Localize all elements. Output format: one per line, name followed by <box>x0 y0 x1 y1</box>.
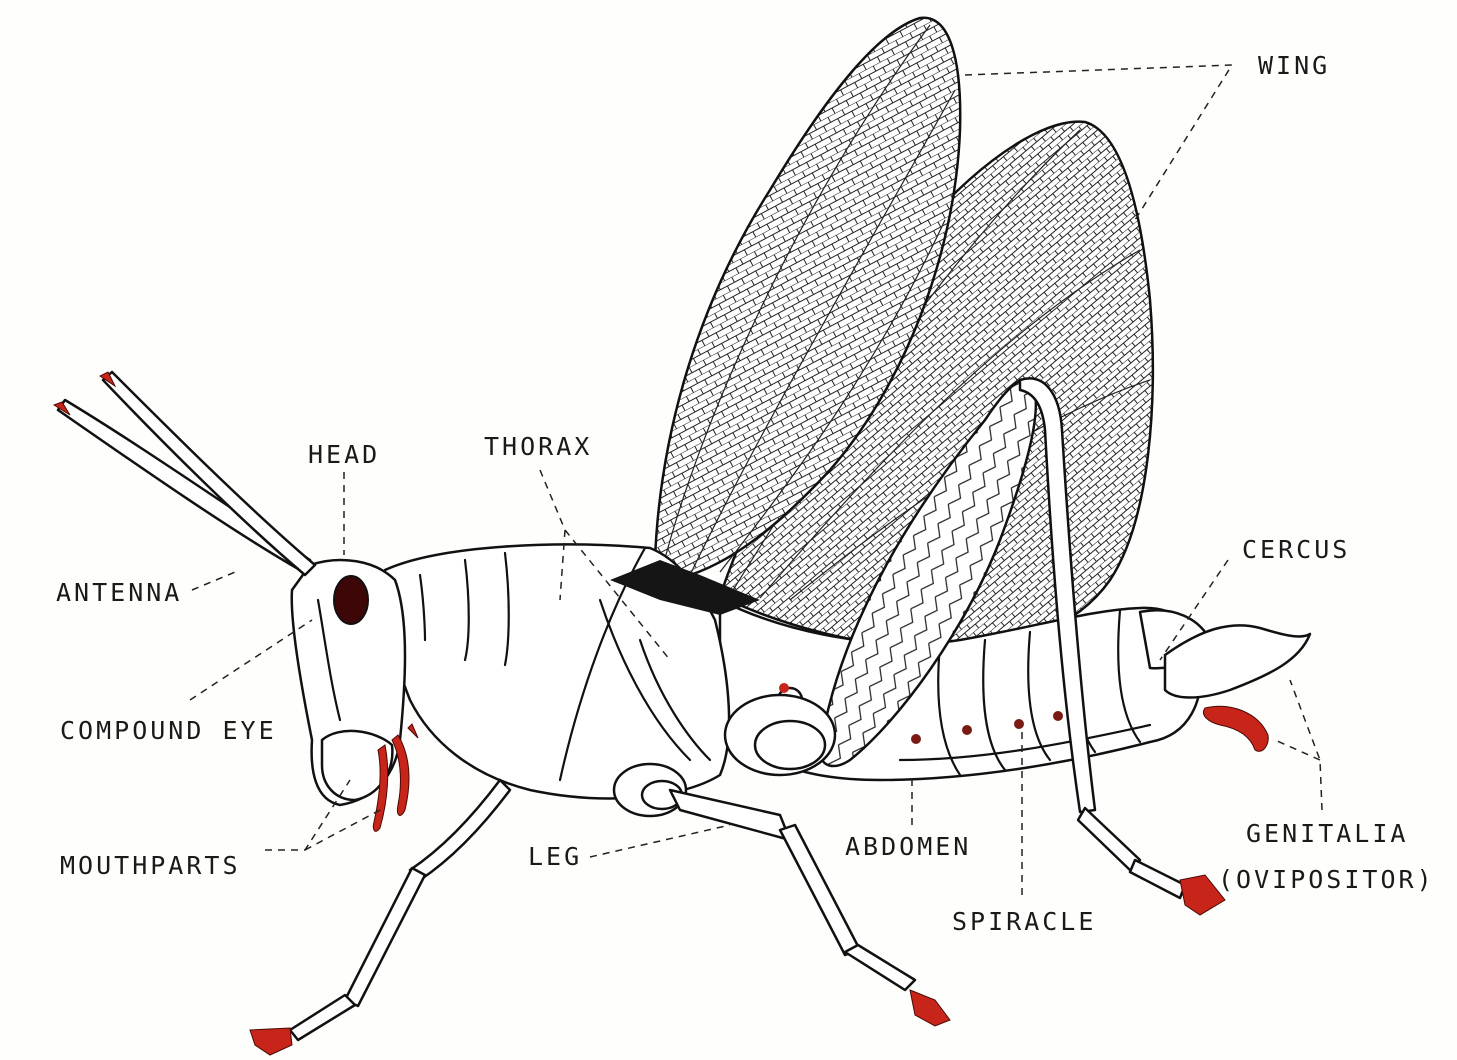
label-antenna: ANTENNA <box>56 578 182 607</box>
label-mouthparts: MOUTHPARTS <box>60 851 241 880</box>
label-spiracle: SPIRACLE <box>952 907 1096 936</box>
label-compound-eye: COMPOUND EYE <box>60 716 277 745</box>
middle-leg <box>614 764 950 1026</box>
label-wing: WING <box>1258 51 1330 80</box>
label-head: HEAD <box>308 440 380 469</box>
label-thorax: THORAX <box>484 432 592 461</box>
label-genitalia: GENITALIA <box>1246 819 1408 848</box>
label-leg: LEG <box>528 842 582 871</box>
label-ovipositor: (OVIPOSITOR) <box>1218 865 1435 894</box>
antennae <box>54 372 315 575</box>
label-cercus: CERCUS <box>1242 535 1350 564</box>
label-abdomen: ABDOMEN <box>845 832 971 861</box>
